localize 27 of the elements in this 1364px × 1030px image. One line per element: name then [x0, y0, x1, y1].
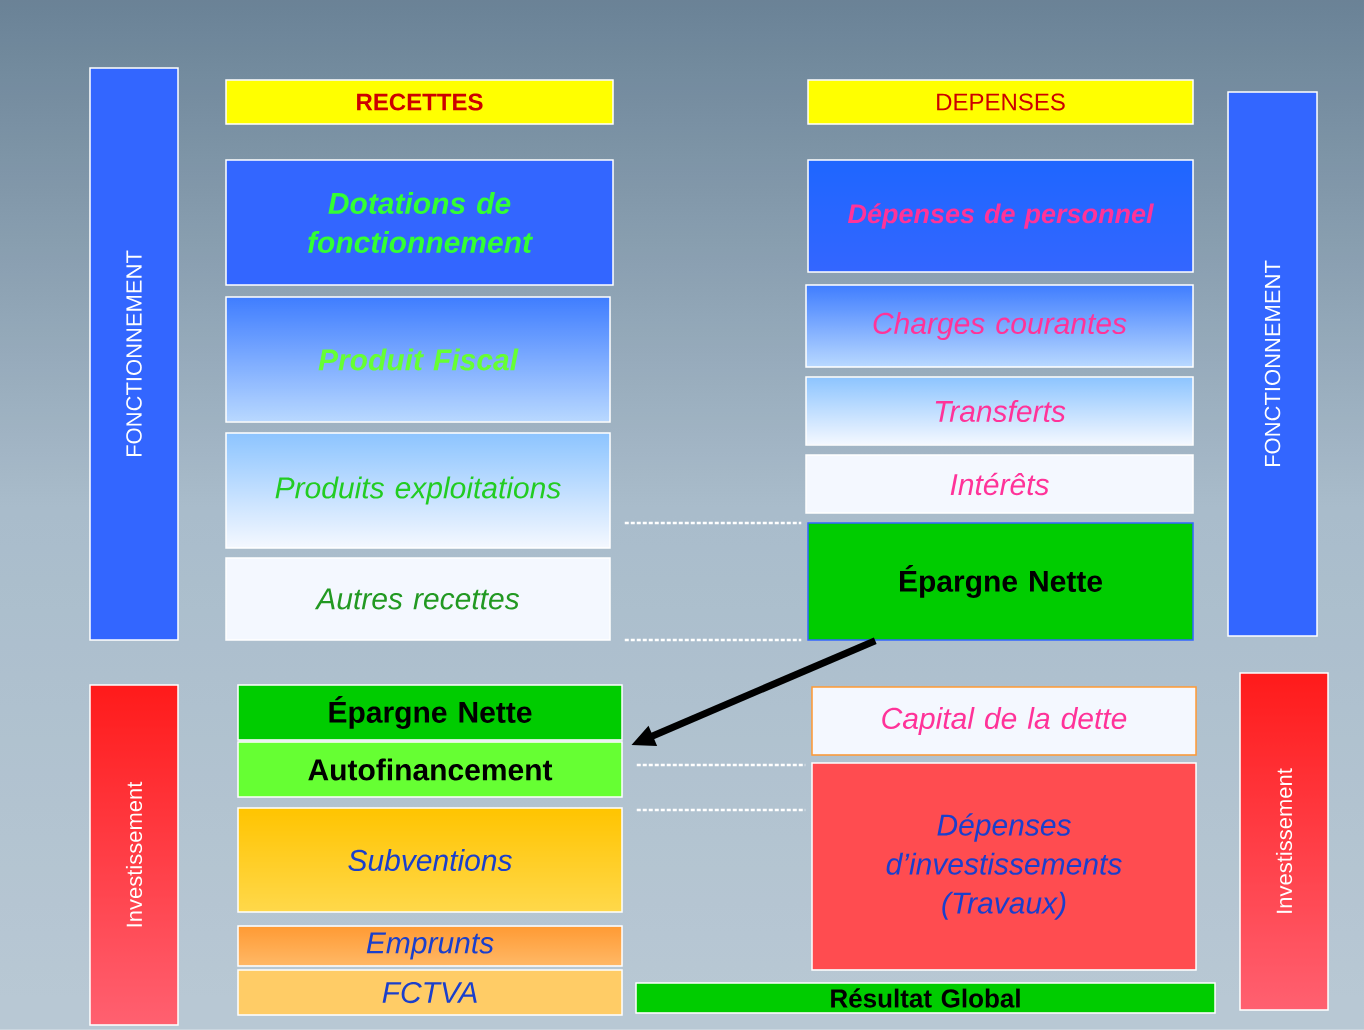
category-box: Dépenses d’investissements (Travaux) [811, 762, 1197, 971]
category-box: Dépenses de personnel [807, 159, 1194, 273]
vertical-band: Investissement [1239, 672, 1329, 1011]
vertical-band: Investissement [89, 684, 179, 1026]
category-box: Subventions [237, 807, 623, 913]
category-box: Autres recettes [225, 557, 611, 641]
category-box: Épargne Nette [237, 684, 623, 741]
category-box: Produits exploitations [225, 432, 611, 549]
vertical-band: FONCTIONNEMENT [1227, 91, 1318, 637]
category-box: Dotations de fonctionnement [225, 159, 614, 286]
dotted-connector [624, 521, 802, 525]
dotted-connector [624, 638, 802, 642]
header-box: RECETTES [225, 79, 614, 125]
category-box: Intérêts [805, 454, 1194, 514]
dotted-connector [636, 808, 806, 812]
category-box: Emprunts [237, 925, 623, 967]
category-box: Autofinancement [237, 741, 623, 798]
vertical-band: FONCTIONNEMENT [89, 67, 179, 641]
category-box: Résultat Global [635, 982, 1216, 1014]
dotted-connector [636, 763, 806, 767]
category-box: FCTVA [237, 969, 623, 1016]
header-box: DEPENSES [807, 79, 1194, 125]
category-box: Charges courantes [805, 284, 1194, 368]
category-box: Produit Fiscal [225, 296, 611, 423]
category-box: Capital de la dette [811, 686, 1197, 756]
category-box: Transferts [805, 376, 1194, 446]
category-box: Épargne Nette [807, 522, 1194, 641]
